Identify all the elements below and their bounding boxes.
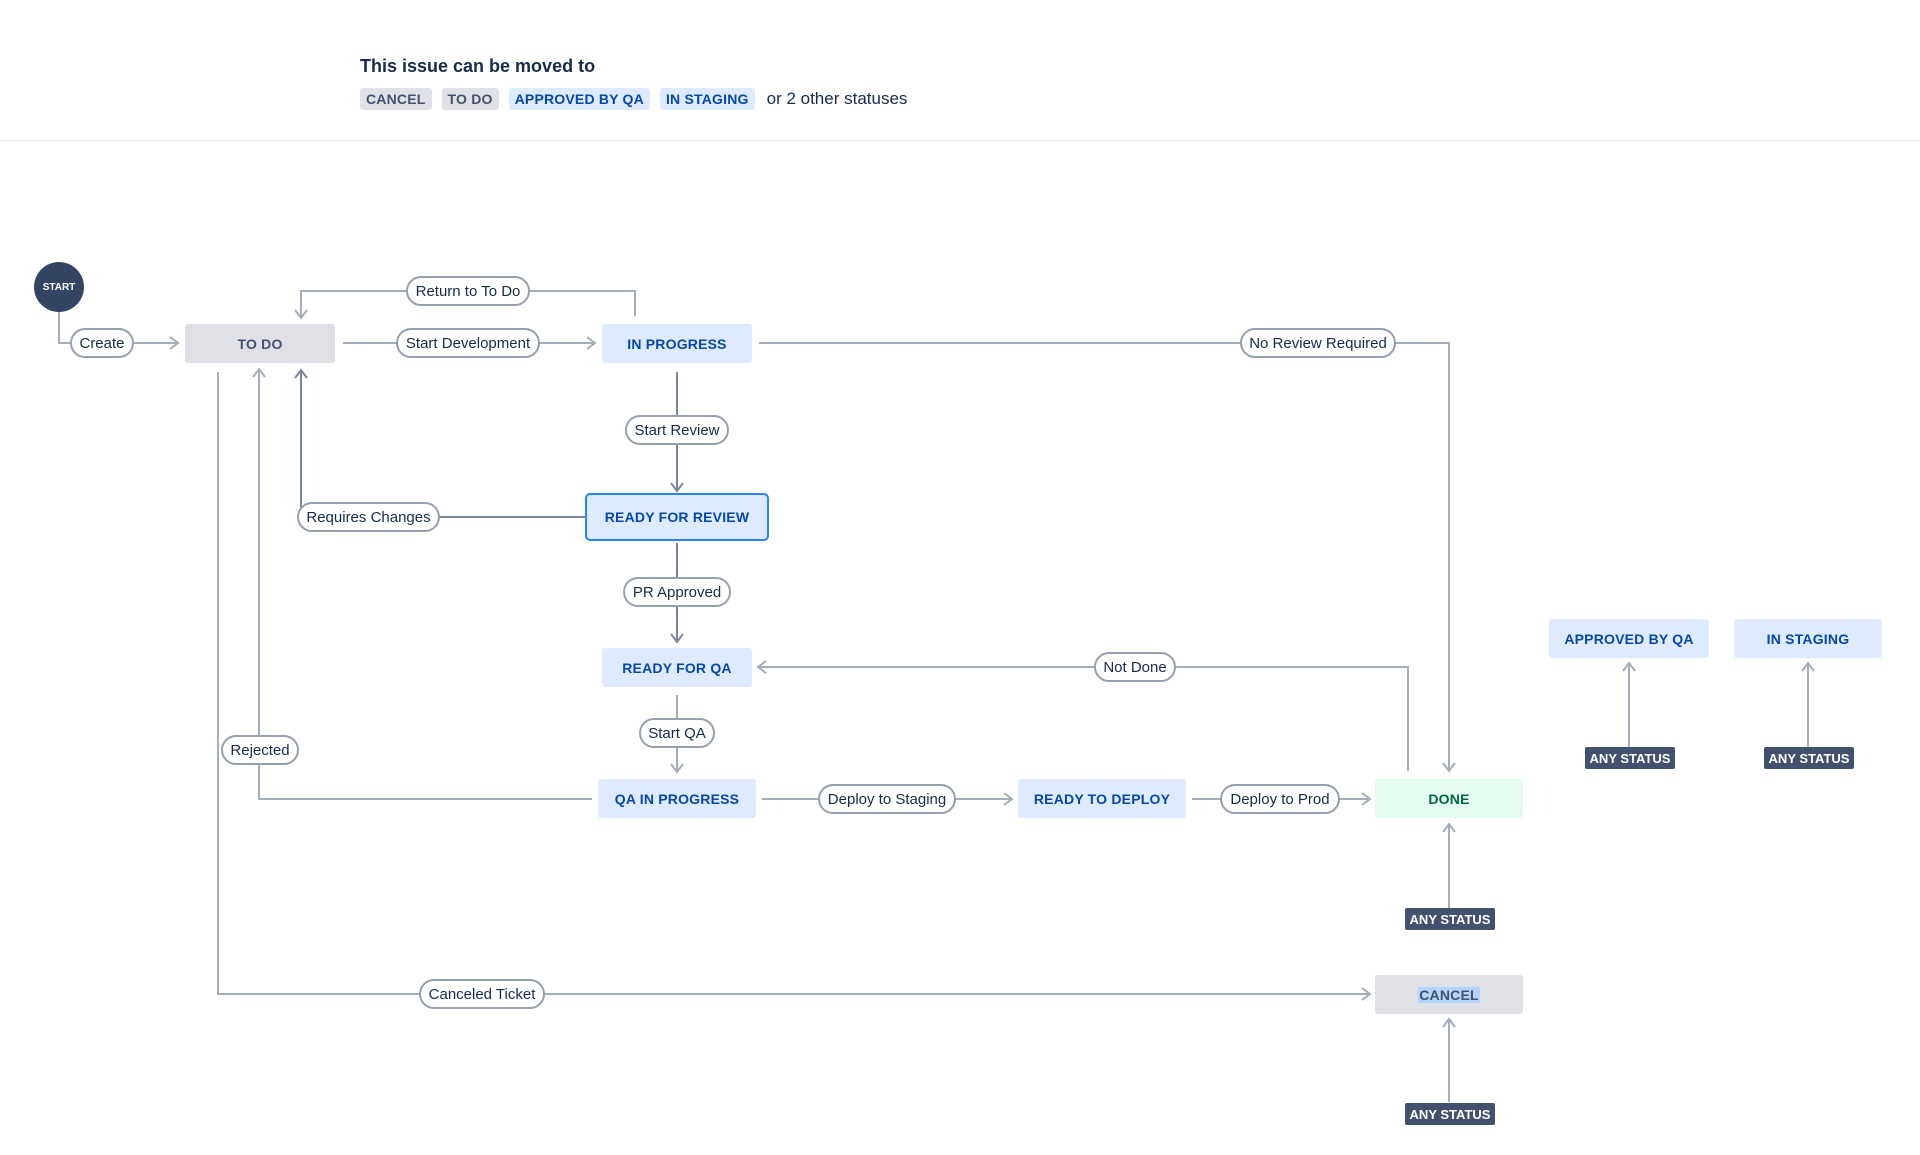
transition-requires-changes[interactable]: Requires Changes xyxy=(297,502,440,532)
status-ready-for-qa[interactable]: READY FOR QA xyxy=(602,648,752,687)
lozenge-cancel[interactable]: CANCEL xyxy=(360,88,432,110)
any-status-in-staging: ANY STATUS xyxy=(1764,747,1854,769)
status-cancel-label: CANCEL xyxy=(1418,986,1480,1003)
connector-not-done xyxy=(756,660,1409,771)
any-status-done: ANY STATUS xyxy=(1405,908,1495,930)
transition-pr-approved[interactable]: PR Approved xyxy=(623,577,731,607)
header: This issue can be moved to CANCEL TO DO … xyxy=(0,0,1920,141)
connector-requires-changes xyxy=(294,368,585,518)
lozenge-approved-by-qa[interactable]: APPROVED BY QA xyxy=(508,88,650,110)
transition-start-development[interactable]: Start Development xyxy=(396,328,540,358)
status-cancel[interactable]: CANCEL xyxy=(1375,975,1523,1014)
header-title: This issue can be moved to xyxy=(360,56,596,76)
connector-create xyxy=(58,312,180,350)
transition-start-qa[interactable]: Start QA xyxy=(639,718,715,748)
status-done[interactable]: DONE xyxy=(1375,779,1523,818)
connector-no-review-required xyxy=(759,342,1456,773)
lozenge-todo[interactable]: TO DO xyxy=(441,88,499,110)
transition-start-review[interactable]: Start Review xyxy=(625,415,729,445)
start-node: START xyxy=(34,262,84,312)
any-status-approved-by-qa: ANY STATUS xyxy=(1585,747,1675,769)
status-ready-for-review[interactable]: READY FOR REVIEW xyxy=(585,493,769,541)
connector-canceled-ticket xyxy=(217,372,1372,1001)
transition-deploy-to-prod[interactable]: Deploy to Prod xyxy=(1220,784,1340,814)
transition-not-done[interactable]: Not Done xyxy=(1094,652,1176,682)
transition-no-review-required[interactable]: No Review Required xyxy=(1240,328,1396,358)
status-qa-in-progress[interactable]: QA IN PROGRESS xyxy=(598,779,756,818)
status-in-staging[interactable]: IN STAGING xyxy=(1734,619,1882,658)
transition-create[interactable]: Create xyxy=(70,328,134,358)
transition-canceled-ticket[interactable]: Canceled Ticket xyxy=(419,979,545,1009)
transition-deploy-to-staging[interactable]: Deploy to Staging xyxy=(818,784,956,814)
lozenge-in-staging[interactable]: IN STAGING xyxy=(659,88,755,110)
status-in-progress[interactable]: IN PROGRESS xyxy=(602,324,752,363)
status-ready-to-deploy[interactable]: READY TO DEPLOY xyxy=(1018,779,1186,818)
transition-rejected[interactable]: Rejected xyxy=(221,735,299,765)
connector-rejected xyxy=(252,367,592,800)
transition-lozenges: CANCEL TO DO APPROVED BY QA IN STAGING o… xyxy=(360,88,907,110)
status-todo[interactable]: TO DO xyxy=(185,324,335,363)
any-status-cancel: ANY STATUS xyxy=(1405,1103,1495,1125)
transition-return-to-todo[interactable]: Return to To Do xyxy=(406,276,530,306)
status-approved-by-qa[interactable]: APPROVED BY QA xyxy=(1549,619,1709,658)
other-statuses-text: or 2 other statuses xyxy=(766,89,908,108)
